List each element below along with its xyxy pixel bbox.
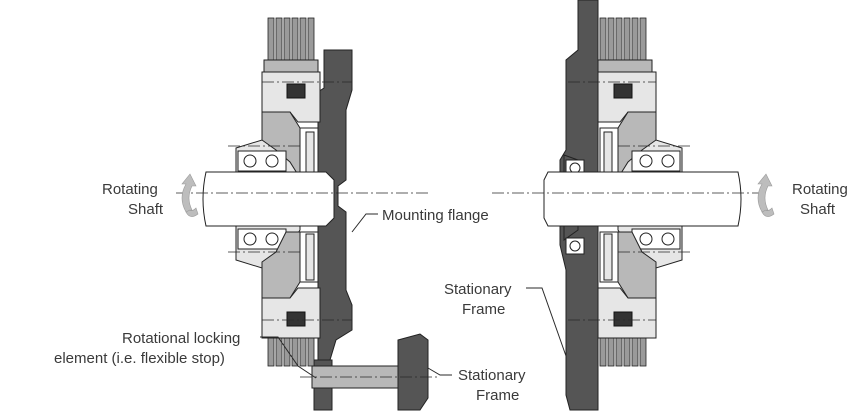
label-rotating-shaft-right-2: Shaft [800,201,836,218]
label-locking-element-1: Rotational locking [122,330,240,347]
right-upper-bearing [631,150,681,172]
label-stationary-frame-right-2: Frame [462,301,505,318]
left-rotation-arrow-icon [181,173,199,217]
right-rotation-arrow-icon [757,173,775,217]
left-lower-coil [286,311,306,327]
right-rotating-shaft [543,171,742,227]
left-rotating-shaft [202,171,335,227]
label-stationary-frame-bottom-2: Frame [476,387,519,404]
label-rotating-shaft-right-1: Rotating [792,181,848,198]
left-brake-assembly [176,17,440,411]
label-mounting-flange: Mounting flange [382,207,489,224]
label-rotating-shaft-left-1: Rotating [102,181,158,198]
right-upper-coil [613,83,633,99]
label-rotating-shaft-left-2: Shaft [128,201,164,218]
left-upper-bearing [237,150,287,172]
right-lower-coil [613,311,633,327]
label-locking-element-2: element (i.e. flexible stop) [54,350,225,367]
label-stationary-frame-bottom-1: Stationary [458,367,526,384]
label-stationary-frame-right-1: Stationary [444,281,512,298]
left-upper-coil [286,83,306,99]
right-top-fins [597,17,653,73]
left-lower-bearing [237,228,287,250]
right-brake-assembly [492,0,775,411]
bottom-stationary-frame [397,333,429,411]
left-top-fins [263,17,319,73]
leader-lines [260,213,567,379]
